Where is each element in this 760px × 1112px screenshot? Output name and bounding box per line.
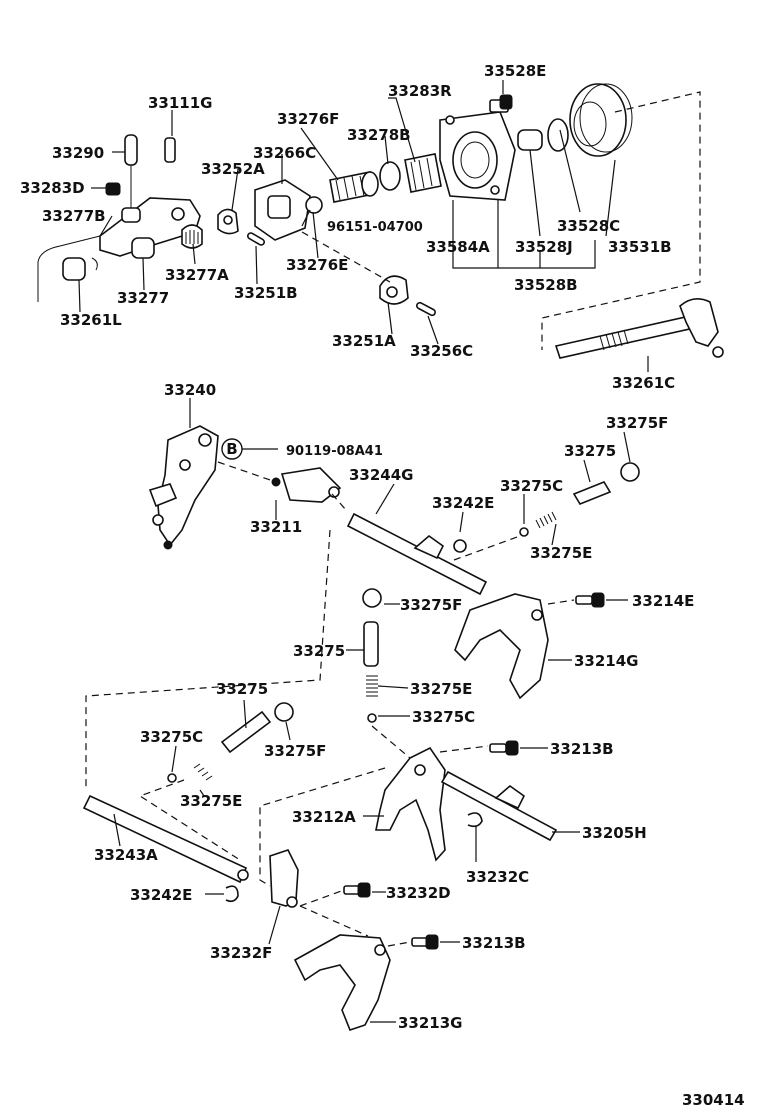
label-33213B-upper: 33213B [550, 740, 614, 758]
label-33277B: 33277B [42, 207, 106, 225]
label-33528B: 33528B [514, 276, 578, 294]
callout-B-marker: B [221, 438, 243, 460]
label-96151-04700: 96151-04700 [327, 220, 423, 235]
part-labels: 33528E 33111G 33283R 33276F 33278B 33290… [20, 62, 694, 1032]
label-33275F-upper: 33275F [606, 414, 668, 432]
label-33205H: 33205H [582, 824, 647, 842]
label-33275E-upper: 33275E [530, 544, 592, 562]
part-33243A-shaft [82, 794, 249, 884]
part-33261L-housing [37, 235, 101, 302]
leader-lines [78, 80, 649, 1023]
label-33256C: 33256C [410, 342, 473, 360]
bracket-33528B [452, 200, 596, 269]
label-33277A: 33277A [165, 266, 229, 284]
part-33531B-bearing [517, 83, 633, 157]
label-33251A: 33251A [332, 332, 396, 350]
label-33242E-lower: 33242E [130, 886, 192, 904]
label-33244G: 33244G [349, 466, 414, 484]
part-33213B-bolt-lower [411, 934, 439, 950]
label-33251B: 33251B [234, 284, 298, 302]
callout-B-letter: B [226, 440, 237, 458]
label-33275-lower: 33275 [216, 680, 268, 698]
label-33261L: 33261L [60, 311, 122, 329]
label-33266C: 33266C [253, 144, 316, 162]
label-33275E-lower: 33275E [180, 792, 242, 810]
part-33252A-group [181, 208, 265, 249]
part-33212A-fork [375, 746, 446, 862]
label-90119-08A41: 90119-08A41 [286, 444, 383, 459]
label-33275C-center: 33275C [412, 708, 475, 726]
part-33232D-bolt [343, 882, 371, 898]
label-33276F: 33276F [277, 110, 339, 128]
label-33214E: 33214E [632, 592, 694, 610]
label-33275-upper: 33275 [564, 442, 616, 460]
label-33261C: 33261C [612, 374, 675, 392]
label-33528C: 33528C [557, 217, 620, 235]
label-33290: 33290 [52, 144, 104, 162]
label-33242E-upper: 33242E [432, 494, 494, 512]
part-33242E-clip-lower [225, 885, 239, 903]
label-33276E: 33276E [286, 256, 348, 274]
diagram-id: 330414 [682, 1091, 745, 1109]
part-33213B-bolt-upper [489, 740, 519, 756]
label-33252A: 33252A [201, 160, 265, 178]
label-33213G: 33213G [398, 1014, 463, 1032]
part-33232C-clip [467, 812, 483, 828]
label-33232D: 33232D [386, 884, 451, 902]
label-33243A: 33243A [94, 846, 158, 864]
part-33213G-fork [293, 934, 391, 1031]
label-33528E: 33528E [484, 62, 546, 80]
label-33275F-lower: 33275F [264, 742, 326, 760]
label-33278B: 33278B [347, 126, 411, 144]
part-33214G-fork [454, 593, 549, 700]
label-33213B-lower: 33213B [462, 934, 526, 952]
part-33275-upper [519, 462, 640, 537]
label-33111G: 33111G [148, 94, 213, 112]
part-33205H-shaft [440, 770, 558, 842]
label-33214G: 33214G [574, 652, 639, 670]
label-33283D: 33283D [20, 179, 85, 197]
label-33277: 33277 [117, 289, 169, 307]
part-33244G-shaft [346, 512, 488, 596]
label-33584A: 33584A [426, 238, 490, 256]
part-33275-lower [167, 702, 294, 783]
part-33584A-plate [439, 111, 516, 201]
label-33232C: 33232C [466, 868, 529, 886]
label-33275-center: 33275 [293, 642, 345, 660]
label-33211: 33211 [250, 518, 302, 536]
label-33275C-lower: 33275C [140, 728, 203, 746]
label-33531B: 33531B [608, 238, 672, 256]
part-33275-center [362, 588, 382, 723]
dashed-guide-top [541, 91, 701, 350]
label-33232F: 33232F [210, 944, 272, 962]
part-33211-block [271, 467, 342, 503]
part-33214E-bolt [575, 592, 605, 608]
label-33275F-center: 33275F [400, 596, 462, 614]
label-33275E-center: 33275E [410, 680, 472, 698]
part-33528E-bolt [489, 94, 513, 113]
label-33212A: 33212A [292, 808, 356, 826]
part-selector-housing [99, 134, 201, 259]
part-33232F-bracket [269, 849, 299, 908]
label-33275C-upper: 33275C [500, 477, 563, 495]
part-33266C-cover [254, 179, 323, 241]
label-33528J: 33528J [515, 238, 573, 256]
part-springs-33276F [329, 153, 442, 203]
label-33240: 33240 [164, 381, 216, 399]
part-33261C-shaft [554, 298, 724, 359]
part-33240-bracket [148, 425, 219, 550]
part-33251A-lever [379, 275, 436, 317]
label-33283R: 33283R [388, 82, 452, 100]
